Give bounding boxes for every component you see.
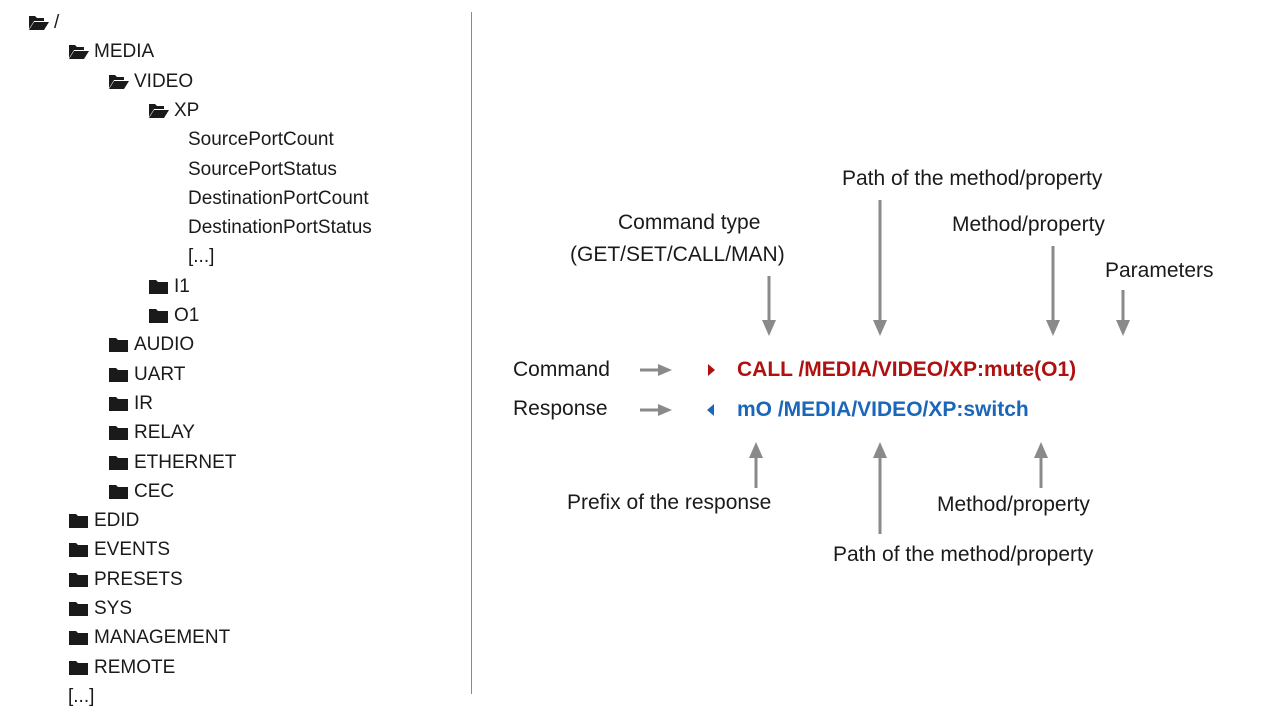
tree-item-label: SourcePortCount — [188, 129, 334, 151]
tree-item[interactable]: REMOTE — [68, 653, 175, 682]
tree-item[interactable]: VIDEO — [108, 67, 193, 96]
path-label-top: Path of the method/property — [842, 167, 1103, 190]
folder-icon — [108, 366, 130, 383]
tree-item[interactable]: UART — [108, 360, 185, 389]
arrow-up-path — [873, 442, 887, 534]
method-label-top: Method/property — [952, 213, 1105, 236]
tree-item-label: O1 — [174, 305, 200, 326]
tree-item[interactable]: DestinationPortCount — [188, 184, 369, 213]
tree-item[interactable]: [...] — [68, 682, 94, 711]
folder-open-icon — [108, 73, 130, 90]
tree-item-label: VIDEO — [134, 70, 194, 92]
tree-item-label: MANAGEMENT — [94, 627, 231, 649]
tree-item-label: IR — [134, 392, 153, 414]
folder-open-icon — [148, 102, 170, 119]
tree-item[interactable]: [...] — [188, 242, 214, 271]
tree-item[interactable]: EVENTS — [68, 535, 170, 564]
folder-icon — [68, 629, 90, 646]
tree-item[interactable]: RELAY — [108, 418, 195, 447]
tree-item[interactable]: O1 — [148, 301, 199, 330]
divider — [471, 12, 472, 694]
tree-item[interactable]: SYS — [68, 594, 132, 623]
folder-icon — [148, 278, 170, 295]
tree-item-label: CEC — [134, 480, 175, 502]
protocol-diagram: Path of the method/property Command type… — [480, 0, 1265, 697]
folder-icon — [68, 571, 90, 588]
tree-item-label: EDID — [94, 510, 140, 532]
path-label-bottom: Path of the method/property — [833, 543, 1094, 566]
folder-icon — [68, 541, 90, 558]
folder-open-icon — [68, 43, 90, 60]
arrow-right-command — [640, 364, 672, 376]
tree-item-label: I1 — [174, 275, 190, 297]
tree-item-label: RELAY — [134, 422, 195, 444]
arrow-down-parameters — [1116, 290, 1130, 336]
prefix-label: Prefix of the response — [567, 491, 772, 514]
tree-item-label: PRESETS — [94, 568, 183, 590]
command-type-label-line2: (GET/SET/CALL/MAN) — [570, 243, 785, 266]
tree-item[interactable]: EDID — [68, 506, 139, 535]
response-label: Response — [513, 397, 608, 420]
tree-item[interactable]: / — [28, 8, 59, 37]
response-marker-icon — [707, 404, 714, 416]
folder-icon — [148, 307, 170, 324]
folder-icon — [108, 395, 130, 412]
arrow-down-method — [1046, 246, 1060, 336]
folder-icon — [108, 483, 130, 500]
tree-item[interactable]: DestinationPortStatus — [188, 213, 372, 242]
tree-item-label: SourcePortStatus — [188, 158, 337, 180]
arrow-up-prefix — [749, 442, 763, 488]
arrow-right-response — [640, 404, 672, 416]
tree-item-label: REMOTE — [94, 656, 176, 678]
tree-item[interactable]: MEDIA — [68, 37, 154, 66]
tree-item[interactable]: AUDIO — [108, 330, 194, 359]
arrow-up-method — [1034, 442, 1048, 488]
command-text: CALL /MEDIA/VIDEO/XP:mute(O1) — [737, 358, 1077, 381]
tree-item[interactable]: ETHERNET — [108, 448, 236, 477]
command-type-label-line1: Command type — [618, 211, 761, 234]
tree-item-label: [...] — [188, 246, 215, 268]
folder-icon — [108, 454, 130, 471]
command-marker-icon — [708, 364, 715, 376]
response-text: mO /MEDIA/VIDEO/XP:switch — [737, 398, 1029, 421]
folder-icon — [108, 424, 130, 441]
tree-item-label: / — [54, 12, 60, 33]
tree-item-label: XP — [174, 99, 200, 121]
tree-item-label: SYS — [94, 598, 133, 619]
tree-item[interactable]: SourcePortCount — [188, 125, 334, 154]
folder-icon — [68, 512, 90, 529]
tree-item[interactable]: XP — [148, 96, 199, 125]
tree-item-label: UART — [134, 363, 186, 385]
tree-item[interactable]: I1 — [148, 272, 190, 301]
arrow-down-path — [873, 200, 887, 336]
tree-item[interactable]: SourcePortStatus — [188, 155, 337, 184]
tree-item-label: [...] — [68, 685, 95, 707]
folder-icon — [68, 600, 90, 617]
command-label: Command — [513, 358, 610, 381]
folder-open-icon — [28, 14, 50, 31]
tree-item[interactable]: CEC — [108, 477, 174, 506]
folder-icon — [68, 659, 90, 676]
tree-item-label: EVENTS — [94, 539, 171, 561]
tree-item[interactable]: MANAGEMENT — [68, 623, 230, 652]
tree-item-label: MEDIA — [94, 41, 155, 63]
tree-item-label: DestinationPortCount — [188, 187, 369, 209]
method-label-bottom: Method/property — [937, 493, 1090, 516]
tree-item-label: ETHERNET — [134, 451, 237, 473]
arrow-down-command-type — [762, 276, 776, 336]
parameters-label: Parameters — [1105, 259, 1214, 282]
folder-icon — [108, 336, 130, 353]
tree-item[interactable]: PRESETS — [68, 565, 183, 594]
tree-item[interactable]: IR — [108, 389, 153, 418]
tree-item-label: AUDIO — [134, 334, 195, 356]
tree-item-label: DestinationPortStatus — [188, 217, 372, 239]
